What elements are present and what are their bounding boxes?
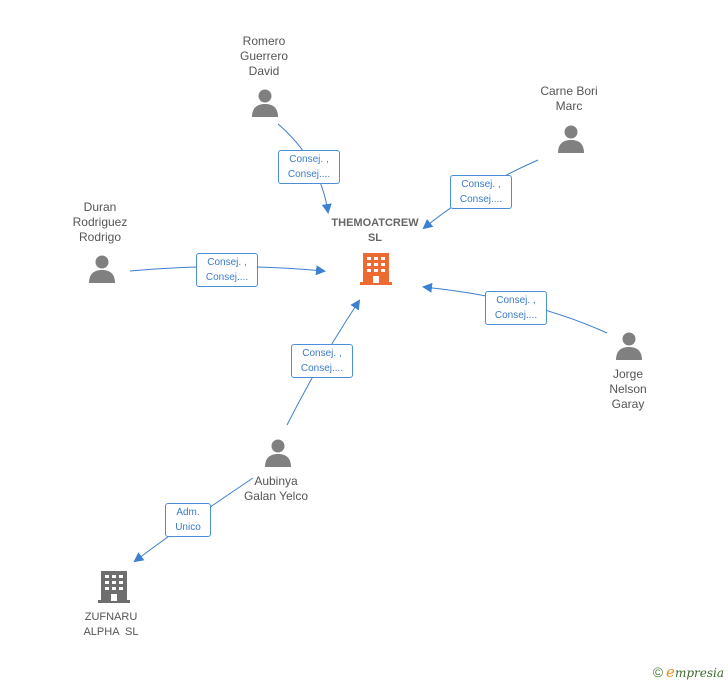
- person-name-line: Romero: [242, 34, 286, 48]
- company-label-zufnaru[interactable]: ZUFNARU ALPHA SL: [64, 610, 158, 640]
- building-icon[interactable]: [98, 570, 130, 604]
- brand-first-letter: e: [666, 663, 675, 681]
- person-icon[interactable]: [614, 331, 644, 361]
- center-company-label[interactable]: THEMOATCREW SL: [315, 216, 435, 246]
- person-name-line: Marc: [555, 99, 583, 113]
- edge-label-romero[interactable]: Consej. , Consej....: [278, 150, 340, 184]
- edge-label-aubinya[interactable]: Consej. , Consej....: [291, 344, 353, 378]
- person-label-carne[interactable]: Carne Bori Marc: [529, 84, 609, 114]
- person-label-romero[interactable]: Romero Guerrero David: [224, 34, 304, 79]
- person-name-line: Galan Yelco: [243, 489, 309, 503]
- edge-label-line: Consej....: [494, 310, 538, 321]
- person-label-aubinya[interactable]: Aubinya Galan Yelco: [226, 474, 326, 504]
- edge-label-jorge[interactable]: Consej. , Consej....: [485, 291, 547, 325]
- footer-brand: © empresia: [653, 663, 724, 681]
- person-icon[interactable]: [250, 88, 280, 118]
- person-name-line: Duran: [83, 200, 117, 214]
- building-icon[interactable]: [360, 252, 392, 286]
- person-name-line: Nelson: [609, 382, 647, 396]
- edge-label-line: Consej....: [300, 363, 344, 374]
- empresia-logo: empresia: [666, 663, 724, 681]
- person-icon[interactable]: [263, 438, 293, 468]
- edge-label-line: Consej. ,: [302, 348, 342, 359]
- person-icon[interactable]: [556, 124, 586, 154]
- person-icon[interactable]: [87, 254, 117, 284]
- edge-label-line: Consej. ,: [289, 154, 329, 165]
- person-name-line: Jorge: [612, 367, 644, 381]
- center-company-name-line1: THEMOATCREW: [331, 217, 419, 229]
- person-label-duran[interactable]: Duran Rodriguez Rodrigo: [60, 200, 140, 245]
- copyright-symbol: ©: [652, 664, 664, 680]
- person-label-jorge[interactable]: Jorge Nelson Garay: [588, 367, 668, 412]
- edge-label-carne[interactable]: Consej. , Consej....: [450, 175, 512, 209]
- edge-label-line: Consej....: [205, 272, 249, 283]
- person-name-line: Rodrigo: [78, 230, 122, 244]
- company-name-line: ALPHA SL: [83, 626, 139, 638]
- person-name-line: David: [248, 64, 280, 78]
- person-name-line: Guerrero: [239, 49, 289, 63]
- edge-label-zufnaru[interactable]: Adm. Unico: [165, 503, 211, 537]
- edge-label-line: Consej. ,: [207, 257, 247, 268]
- edge-label-line: Consej. ,: [496, 295, 536, 306]
- brand-rest: mpresia: [674, 666, 724, 680]
- edge-label-line: Adm.: [176, 507, 200, 518]
- person-name-line: Carne Bori: [540, 84, 598, 98]
- edge-label-line: Consej. ,: [461, 179, 501, 190]
- person-name-line: Rodriguez: [72, 215, 128, 229]
- person-name-line: Garay: [611, 397, 645, 411]
- center-company-name-line2: SL: [367, 232, 383, 244]
- edge-label-line: Consej....: [287, 169, 331, 180]
- company-name-line: ZUFNARU: [84, 611, 138, 623]
- edge-label-line: Unico: [175, 522, 201, 533]
- person-name-line: Aubinya: [254, 474, 298, 488]
- edge-label-line: Consej....: [459, 194, 503, 205]
- edge-label-duran[interactable]: Consej. , Consej....: [196, 253, 258, 287]
